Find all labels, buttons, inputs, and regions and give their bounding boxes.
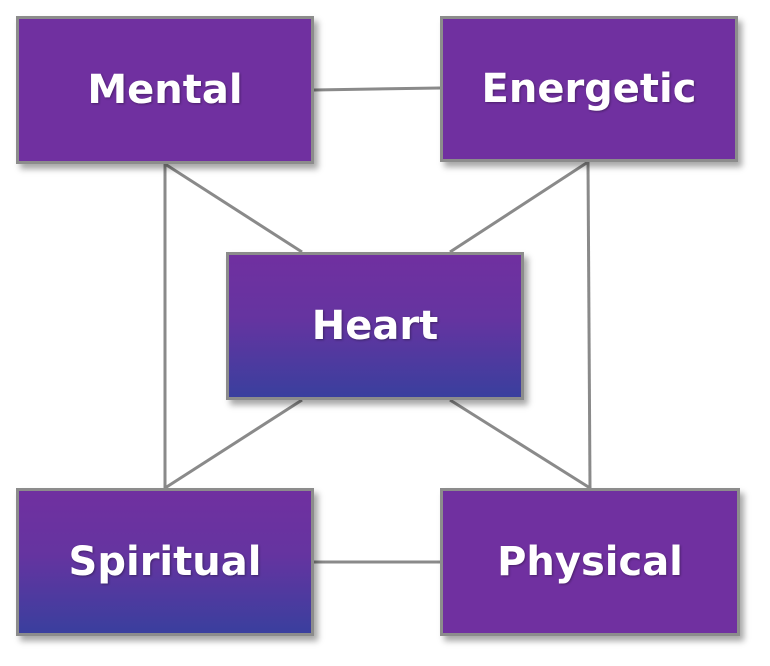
connector-energetic-physical — [586, 161, 592, 489]
connector-mental-heart — [164, 162, 303, 254]
connector-heart-spiritual — [164, 398, 303, 490]
node-physical-label: Physical — [497, 539, 683, 585]
node-heart-label: Heart — [311, 303, 439, 349]
node-spiritual: Spiritual — [16, 488, 314, 636]
connector-mental-energetic — [313, 86, 441, 92]
node-mental: Mental — [16, 16, 314, 164]
node-spiritual-label: Spiritual — [68, 539, 262, 585]
connector-energetic-heart — [449, 160, 589, 254]
node-mental-label: Mental — [87, 67, 243, 113]
node-heart: Heart — [226, 252, 524, 400]
node-energetic: Energetic — [440, 16, 738, 162]
node-physical: Physical — [440, 488, 740, 636]
node-energetic-label: Energetic — [481, 66, 697, 112]
connector-heart-physical — [449, 398, 591, 490]
